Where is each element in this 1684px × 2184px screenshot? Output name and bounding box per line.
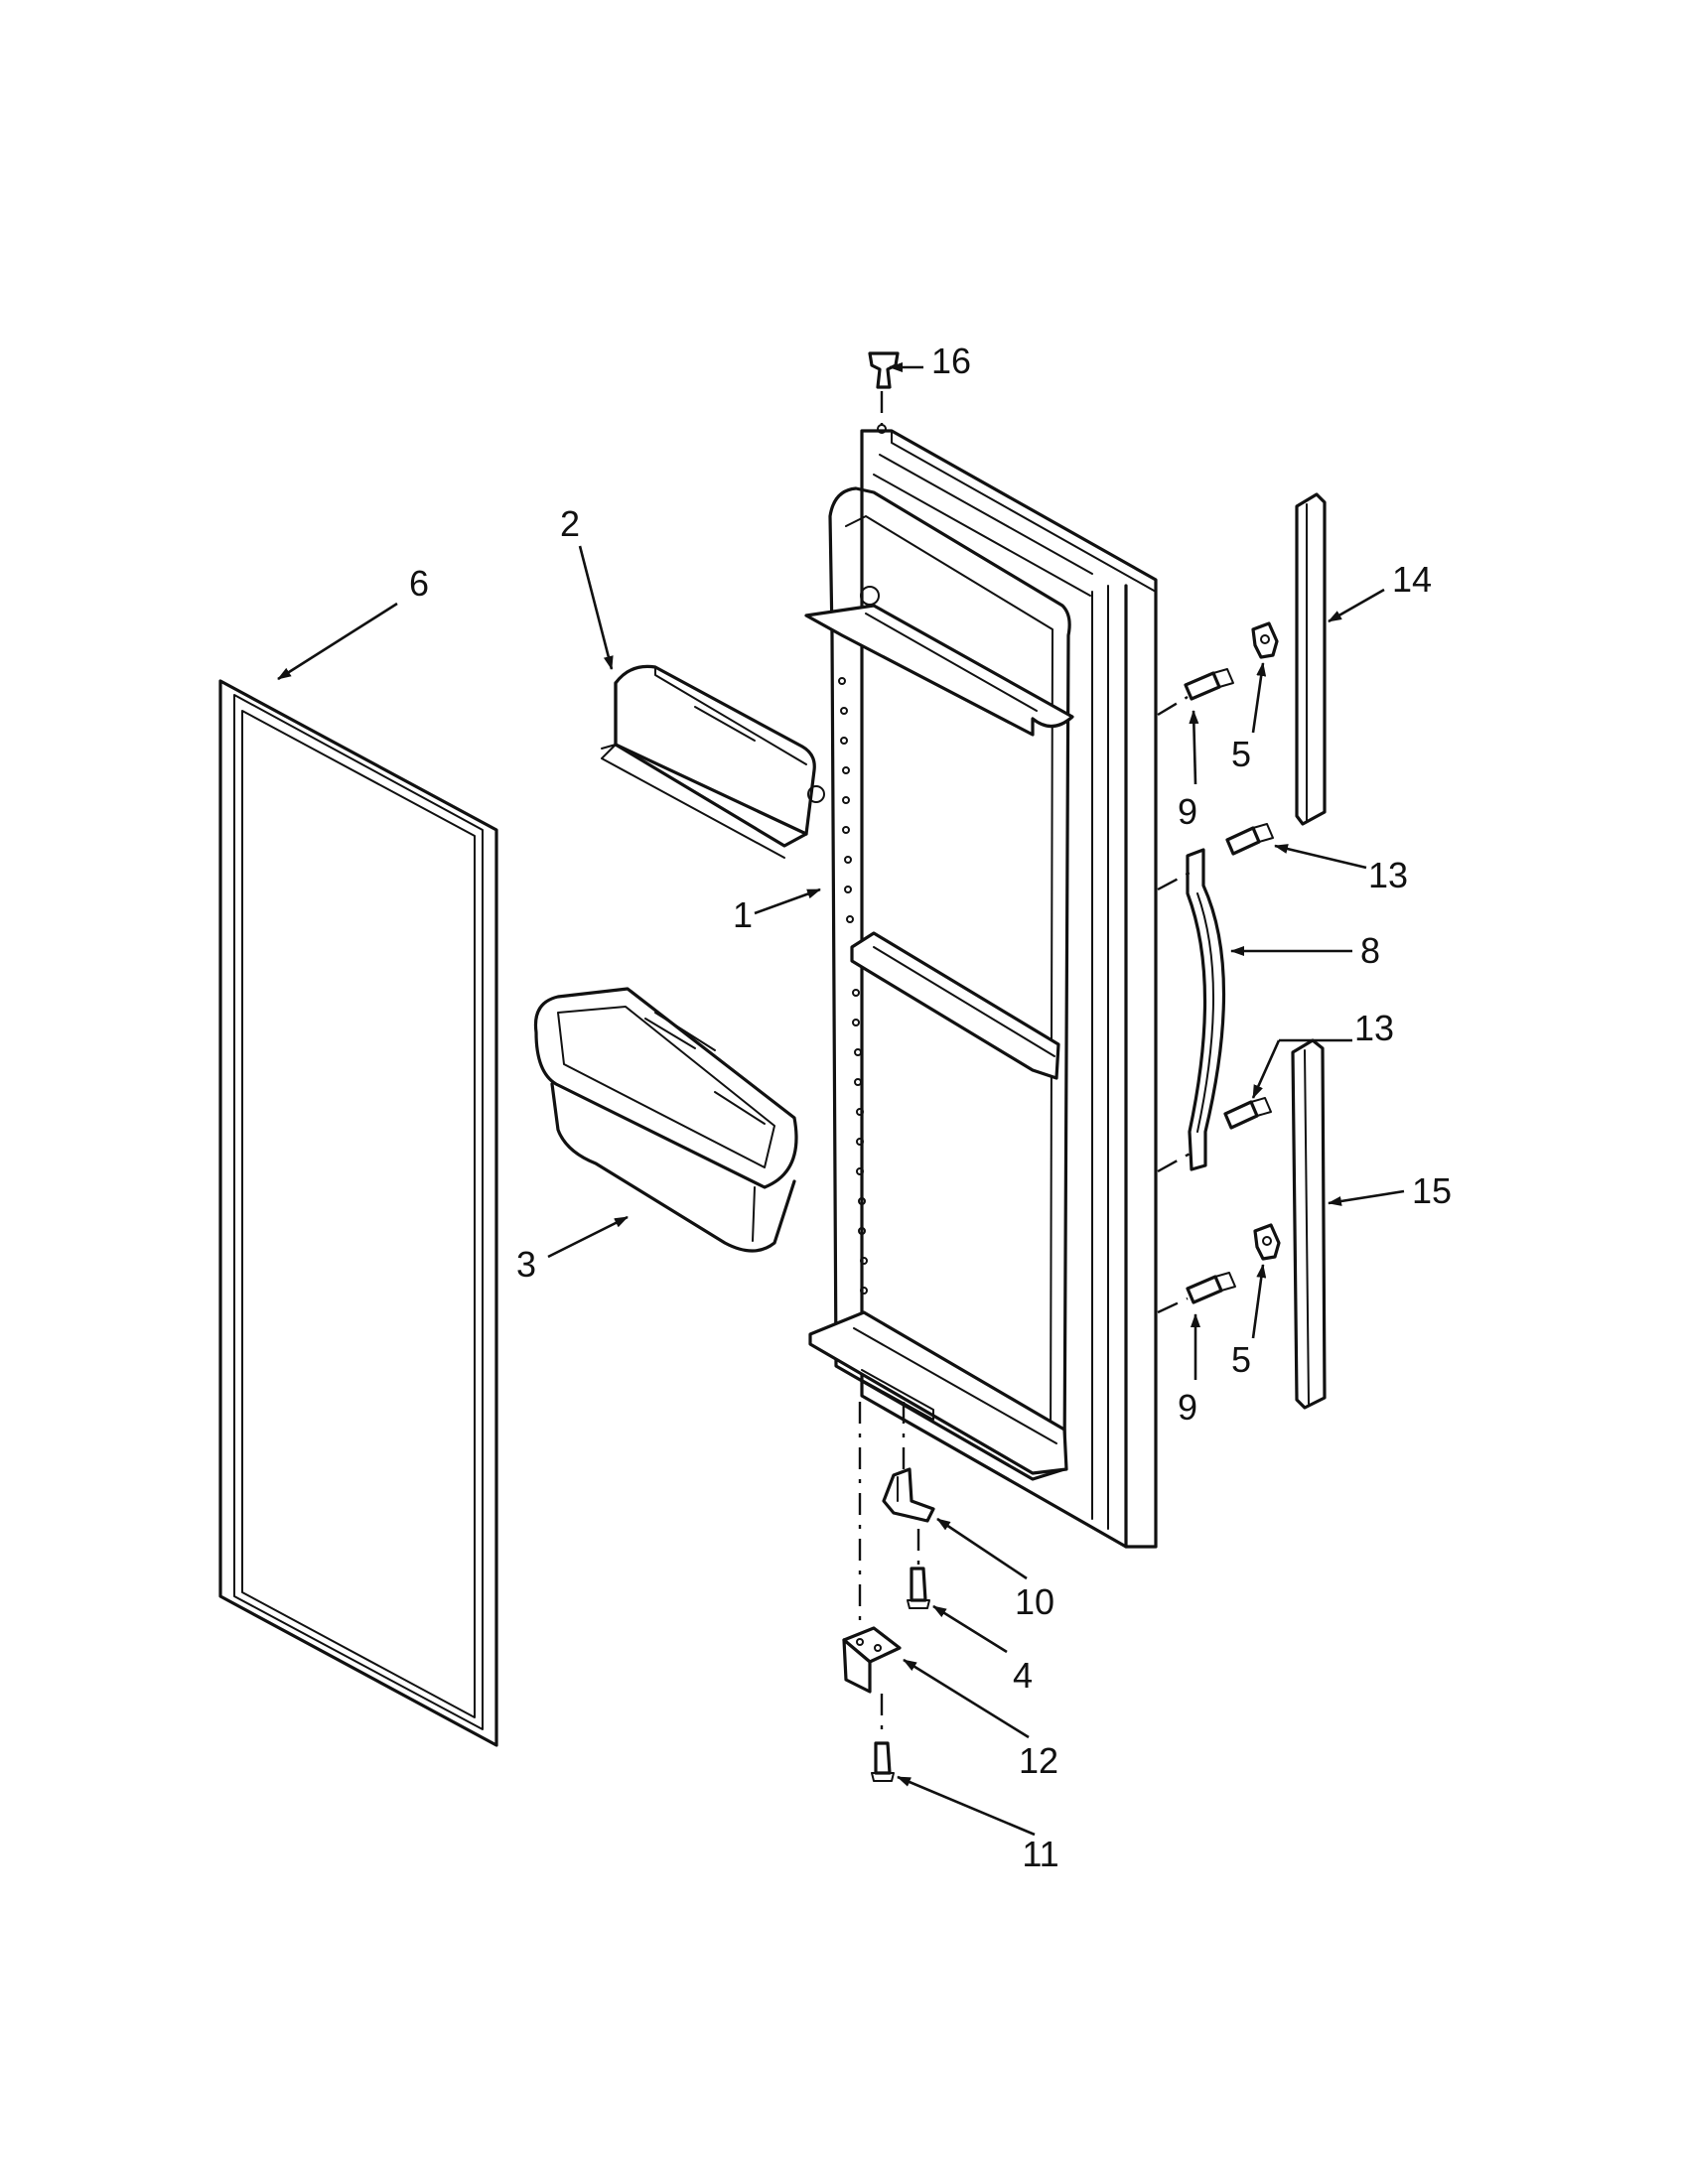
callout-5-lower: 5 bbox=[1231, 1339, 1251, 1380]
callout-1: 1 bbox=[733, 894, 753, 935]
trim-strip-lower bbox=[1291, 1038, 1327, 1410]
callout-4: 4 bbox=[1013, 1655, 1033, 1696]
callout-16: 16 bbox=[931, 341, 971, 381]
screw-9-lower bbox=[1186, 1272, 1236, 1304]
callout-5-upper: 5 bbox=[1231, 734, 1251, 774]
bottom-hinge-pin bbox=[882, 1467, 935, 1523]
callout-2: 2 bbox=[560, 503, 580, 544]
bottom-hinge-bracket bbox=[842, 1626, 902, 1694]
screw-9-upper bbox=[1184, 668, 1234, 701]
trim-clip-upper bbox=[1251, 621, 1279, 659]
leader-lines bbox=[277, 362, 1405, 1837]
screw-4 bbox=[907, 1567, 930, 1609]
callout-9-lower: 9 bbox=[1178, 1387, 1197, 1428]
callout-8: 8 bbox=[1360, 930, 1380, 971]
screw-13-upper bbox=[1225, 823, 1274, 856]
liner-rib-holes bbox=[838, 677, 868, 1295]
door-bin bbox=[533, 987, 798, 1253]
top-hinge-bushing bbox=[868, 351, 900, 434]
callout-12: 12 bbox=[1019, 1740, 1058, 1781]
callout-13-lower: 13 bbox=[1354, 1008, 1394, 1048]
door-handle bbox=[1186, 848, 1226, 1171]
trim-clip-lower bbox=[1253, 1223, 1281, 1261]
callout-6: 6 bbox=[409, 563, 429, 604]
callout-11: 11 bbox=[1022, 1834, 1058, 1874]
door-gasket bbox=[218, 679, 498, 1747]
bin-cover bbox=[601, 664, 825, 859]
screw-11 bbox=[871, 1741, 895, 1782]
callout-9-upper: 9 bbox=[1178, 791, 1197, 832]
door-liner bbox=[804, 429, 1158, 1549]
callout-13-upper: 13 bbox=[1368, 855, 1408, 895]
callout-10: 10 bbox=[1015, 1581, 1054, 1622]
callout-15: 15 bbox=[1412, 1170, 1452, 1211]
callout-labels: 16 2 6 14 5 9 13 1 8 13 15 3 5 9 10 4 12… bbox=[409, 341, 1452, 1874]
callout-14: 14 bbox=[1392, 559, 1432, 600]
callout-3: 3 bbox=[516, 1244, 536, 1285]
trim-strip-upper bbox=[1295, 492, 1327, 826]
screw-13-lower bbox=[1223, 1097, 1272, 1130]
